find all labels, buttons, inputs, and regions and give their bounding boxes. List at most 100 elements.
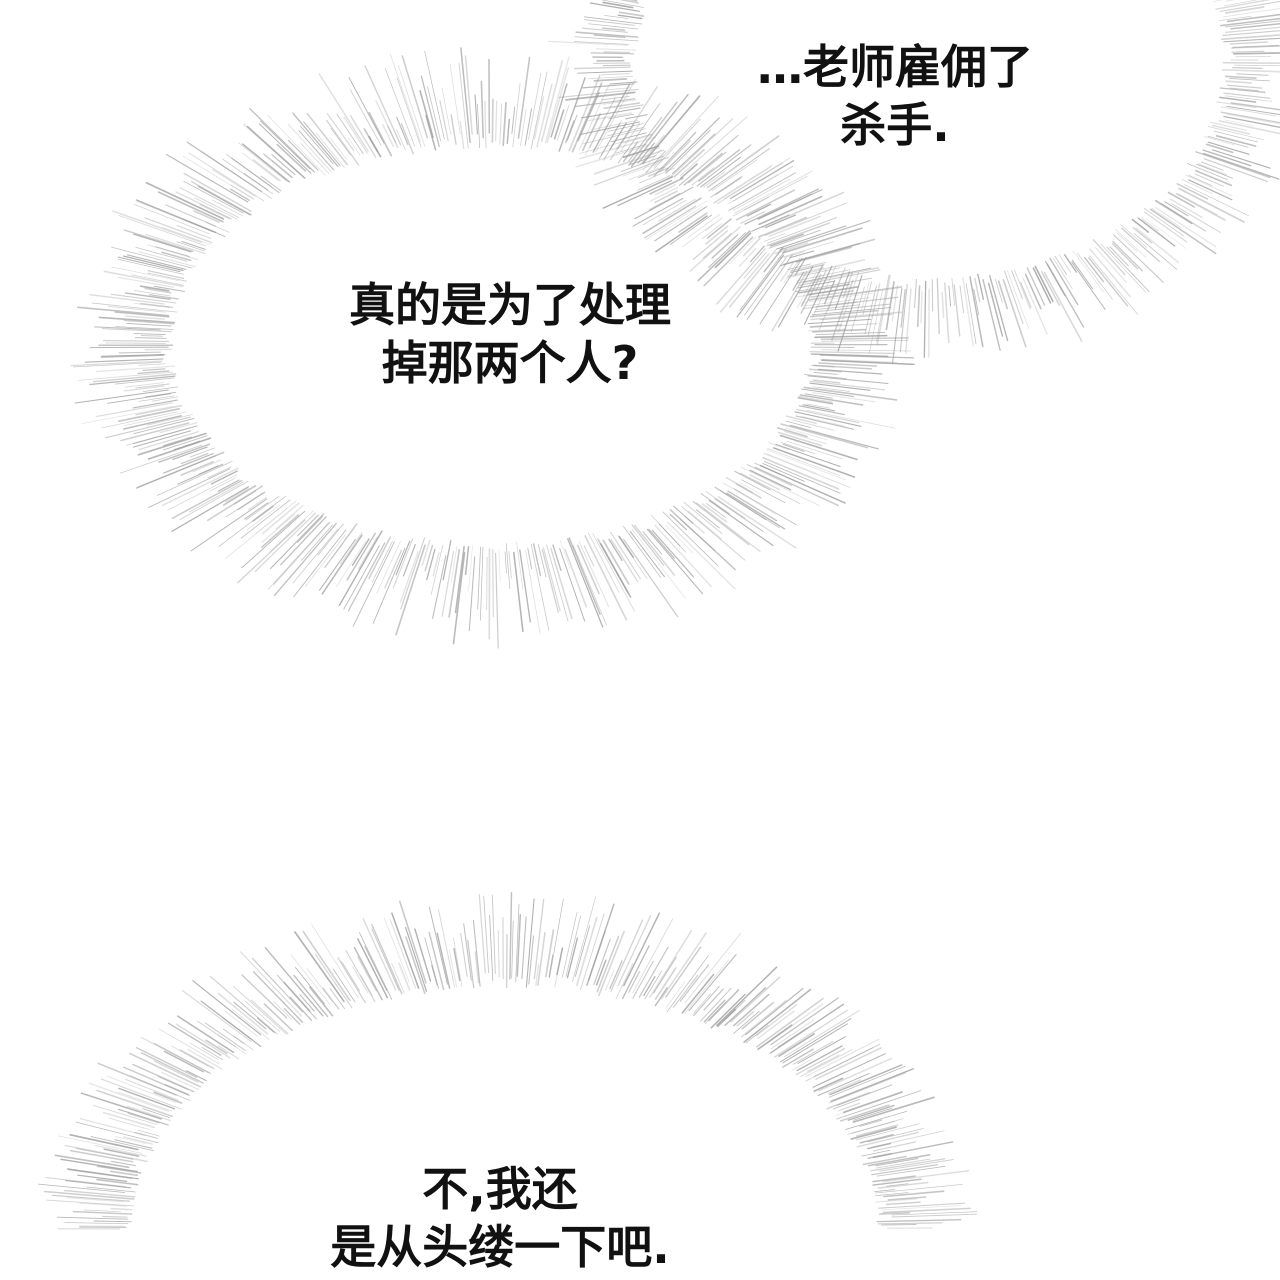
speed-line <box>598 930 625 997</box>
speed-line <box>261 514 295 543</box>
speed-line <box>876 1158 931 1169</box>
speed-line <box>617 179 673 207</box>
speed-line <box>118 214 206 247</box>
speed-line <box>207 466 232 479</box>
speed-line <box>877 1181 929 1189</box>
speed-line <box>883 1190 945 1198</box>
speed-line <box>736 1011 755 1027</box>
speed-line <box>452 551 466 645</box>
speed-line <box>448 548 461 618</box>
speed-line <box>1063 254 1078 273</box>
speed-line <box>836 1090 922 1120</box>
speed-line <box>315 132 345 169</box>
speed-line <box>138 363 166 366</box>
speed-line <box>697 230 751 282</box>
speed-line <box>628 970 641 993</box>
speed-line <box>776 427 808 438</box>
speed-line <box>133 333 166 336</box>
speed-line <box>1077 252 1113 300</box>
speed-line <box>114 1139 153 1149</box>
speed-line <box>329 988 345 1009</box>
speed-line <box>582 113 601 152</box>
speed-line <box>477 103 481 149</box>
speed-line <box>666 118 734 181</box>
speed-line <box>874 1189 896 1193</box>
speed-line <box>579 136 656 160</box>
speed-line <box>56 1216 129 1220</box>
speed-line <box>201 151 272 199</box>
speed-line <box>995 278 1003 303</box>
speed-line <box>745 987 804 1036</box>
speed-line <box>1178 187 1245 223</box>
speed-line <box>450 114 457 145</box>
speed-line <box>666 955 709 1013</box>
speed-line <box>352 966 369 994</box>
speed-line <box>766 217 838 244</box>
speed-line <box>1111 243 1139 270</box>
speed-line <box>951 277 955 306</box>
speed-line <box>181 241 206 250</box>
speed-line <box>1185 174 1233 197</box>
speed-line <box>856 1124 899 1137</box>
speed-line <box>180 452 209 465</box>
speed-line <box>277 974 317 1020</box>
speed-line <box>644 970 663 1000</box>
speed-line <box>431 964 438 986</box>
speed-line <box>324 523 358 569</box>
speed-line <box>176 241 205 252</box>
speed-line <box>589 97 616 149</box>
speed-line <box>189 1042 219 1060</box>
speed-line <box>241 510 306 569</box>
speed-line <box>106 1075 176 1103</box>
speed-line <box>77 306 170 317</box>
speed-line <box>188 152 265 202</box>
speed-line <box>97 1165 142 1174</box>
speed-line <box>758 195 823 226</box>
speed-line <box>251 957 303 1013</box>
speed-line <box>618 535 635 559</box>
speed-line <box>65 1180 132 1189</box>
speed-line <box>1143 211 1188 243</box>
speed-line <box>292 528 339 584</box>
speed-line <box>545 929 555 978</box>
speed-line <box>86 1186 136 1193</box>
speed-line <box>468 556 476 632</box>
speed-line <box>287 139 319 171</box>
speed-line <box>290 954 331 1006</box>
speed-line <box>834 271 851 310</box>
speed-line <box>190 498 268 552</box>
speed-line <box>719 253 770 313</box>
speed-line <box>681 973 715 1014</box>
speed-line <box>762 456 840 490</box>
speed-line <box>1002 278 1027 348</box>
speed-line <box>537 543 547 578</box>
speed-line <box>744 252 767 279</box>
speed-line <box>1014 269 1031 310</box>
speed-line <box>705 491 746 519</box>
speed-line <box>566 114 578 141</box>
speed-line <box>175 191 233 220</box>
speed-line <box>336 113 364 155</box>
speed-line <box>432 555 447 619</box>
speed-line <box>559 548 586 622</box>
speed-line <box>803 374 847 379</box>
speed-line <box>602 539 630 585</box>
speed-line <box>1024 273 1042 310</box>
speed-line <box>763 460 841 494</box>
speed-line <box>129 1075 191 1101</box>
speed-line <box>797 395 833 404</box>
speed-line <box>350 89 382 146</box>
speed-line <box>140 1052 204 1084</box>
speed-line <box>1072 250 1104 293</box>
speed-line <box>861 1149 891 1157</box>
speed-line <box>629 530 665 578</box>
speed-line <box>301 524 333 561</box>
speed-line <box>263 1003 294 1032</box>
speed-line <box>108 1117 150 1130</box>
speed-line <box>1135 227 1180 264</box>
speed-line <box>139 285 170 292</box>
speed-line <box>340 532 363 565</box>
speed-line <box>1215 0 1271 10</box>
speed-line <box>484 100 487 149</box>
speed-line <box>171 479 243 520</box>
